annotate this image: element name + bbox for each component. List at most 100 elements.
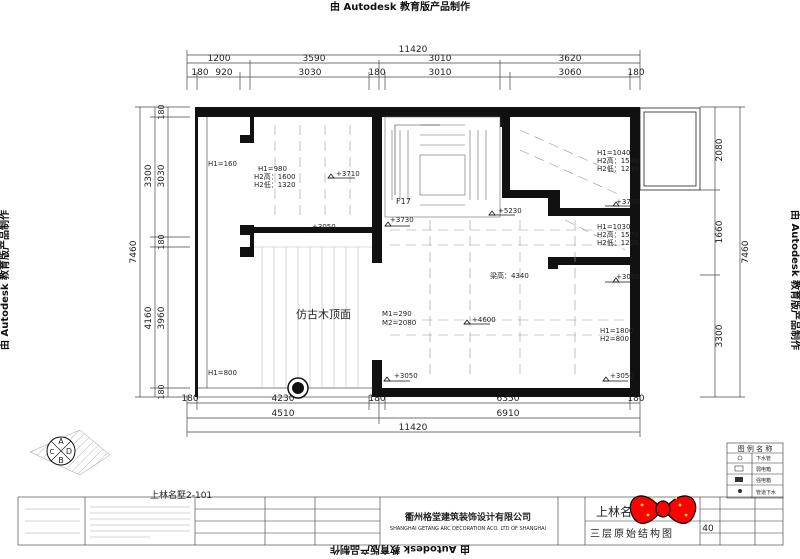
legend-item-3: 强电箱 [756,477,771,484]
drawing-title: 三层原始结构图 [590,527,674,540]
pipe-drain-icon [738,489,742,493]
legend-item-4: 管道下水 [756,489,776,496]
dim-bot-1: 180 [181,394,198,404]
dim-bot-2: 4230 [272,394,295,404]
label-antique-wood-ceiling: 仿古木顶面 [296,308,351,321]
watermark-bottom: 由 Autodesk 教育版产品制作 [330,543,470,556]
balcony [639,107,701,191]
top-dimensions [186,50,641,90]
level-marker: +3710 [327,170,360,179]
project-label: 上林名墅2-101 [150,489,212,501]
dim-top-4: 3620 [559,54,582,64]
legend-table [726,442,784,499]
dim-top-3: 3010 [429,54,452,64]
compass-d: D [66,447,72,456]
dim-left-6: 180 [157,234,166,249]
label-h1-1040: H1=1040 [597,149,630,157]
level-marker: +3750 [605,198,640,207]
dim-top-r3-4: 180 [368,68,385,78]
label-h1-800: H1=800 [208,369,237,377]
level-4600: +4600 [472,316,496,324]
strong-current-box-icon [735,477,743,482]
label-m1: M1=290 [382,310,412,318]
dim-top-r3-1: 180 [191,68,208,78]
legend-header: 图 例 名 称 [738,444,773,453]
level-3750: +3750 [616,198,640,206]
dim-right-3: 3300 [715,324,725,347]
dim-right-total: 7460 [741,240,751,263]
drain-pipe-icon [287,377,309,399]
walls [195,107,640,397]
view-direction-icon: A B C D [29,429,111,476]
compass-a: A [58,437,64,446]
dim-top-r3-2: 920 [215,68,232,78]
level-3050d: +3050 [610,372,634,380]
level-3050a: +3050 [312,223,336,231]
dim-bot-3: 180 [368,394,385,404]
label-h1-160: H1=160 [208,160,237,168]
dim-left-1: 3300 [144,164,154,187]
legend-item-1: 下水管 [756,455,771,462]
dim-bot-6: 4510 [272,409,295,419]
level-marker: +3730 [384,216,414,227]
label-h1-1030: H1=1030 [597,223,630,231]
left-strip [198,117,372,398]
level-marker: +3050 [303,223,336,233]
dim-bot-total: 11420 [399,423,428,433]
dim-left-2: 3030 [157,164,167,187]
label-h2-1570: H2高：1570 [597,230,639,239]
label-h2-800: H2=800 [600,335,629,343]
dim-left-7: 180 [157,384,166,399]
level-3050c: +3050 [394,372,418,380]
dim-left-5: 180 [157,104,166,119]
sheet-number: 40 [702,524,714,534]
wood-ceiling [254,246,372,388]
title-block-notes [25,506,190,538]
dim-right-2: 1660 [715,220,725,243]
level-5230: +5230 [498,207,522,215]
level-3710: +3710 [336,170,360,178]
label-h1-1800: H1=1800 [600,327,633,335]
dim-top-total: 11420 [399,45,428,55]
right-dimensions [700,106,745,398]
label-h2-1320: H2低：1320 [254,180,296,189]
weak-current-box-icon [734,465,744,472]
bottom-dimensions [186,395,641,437]
company-name-en: SHANGHAI GETANG ARC DECORATION ACO. LTD … [390,526,546,532]
dim-left-4: 3960 [157,306,167,329]
watermark-right: 由 Autodesk 教育版产品制作 [789,210,800,350]
label-h2-1230: H2低：1230 [597,164,639,173]
label-m2: M2=2080 [382,319,416,327]
level-marker: +3050 [602,372,634,382]
label-beam-height: 梁高：4340 [490,271,529,280]
level-3050b: +3050 [616,273,640,281]
label-h2-1600: H2高：1600 [254,172,296,181]
level-marker: +5230 [488,207,522,216]
level-3730: +3730 [390,216,414,224]
company-name-cn: 衢州格堂建筑装饰设计有限公司 [405,511,531,523]
dim-top-r3-3: 3030 [299,68,322,78]
dim-top-1: 1200 [208,54,231,64]
dim-bot-5: 180 [627,394,644,404]
title-block [17,496,784,546]
watermark-top: 由 Autodesk 教育版产品制作 [330,0,470,13]
label-h2-1580: H2高：1580 [597,156,639,165]
dim-left-3: 4160 [144,306,154,329]
beam-lines [274,125,626,380]
drain-icon [737,455,743,461]
dim-top-r3-7: 180 [627,68,644,78]
dim-left-total: 7460 [129,240,139,263]
watermark-left: 由 Autodesk 教育版产品制作 [0,210,11,350]
label-h1-980: H1=980 [258,165,287,173]
red-bow-icon [629,495,697,524]
compass-c: C [50,448,55,456]
dim-top-r3-6: 3060 [559,68,582,78]
level-marker: +3050 [605,273,640,283]
label-h2-1200: H2低：1200 [597,238,639,247]
staircase [384,116,501,218]
dim-bot-4: 6350 [497,394,520,404]
dim-right-1: 2080 [715,138,725,161]
left-dimensions [135,106,190,398]
dim-top-2: 3590 [303,54,326,64]
